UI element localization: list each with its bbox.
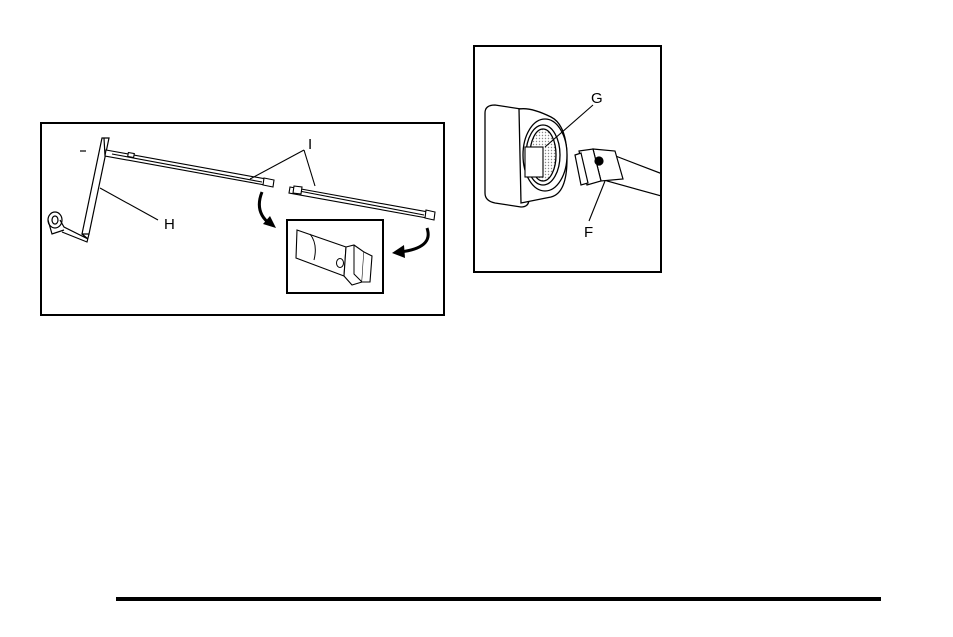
jack-handle-illustration: I H [40, 122, 445, 316]
extension-end [575, 149, 660, 197]
jack-handle-drawing: I H [42, 124, 443, 314]
inset-detail [287, 220, 383, 293]
footer-rule [116, 597, 881, 601]
callout-h-leader [100, 188, 158, 220]
extension-rod-lower [289, 186, 435, 220]
callout-f-label: F [584, 224, 593, 241]
jack-socket-drawing: G F [475, 47, 660, 271]
jack-socket-illustration: G F [473, 45, 662, 273]
extension-rod-upper [105, 150, 274, 187]
callout-i-leader-b [304, 150, 315, 186]
wheel-wrench [48, 138, 109, 242]
callout-i-label: I [308, 136, 312, 153]
arrow-right-head [392, 245, 405, 258]
callout-f-leader [589, 181, 605, 221]
callout-h-label: H [164, 216, 175, 233]
callout-i-leader-a [250, 150, 304, 179]
jack-socket [485, 105, 567, 207]
callout-g-label: G [591, 90, 603, 107]
